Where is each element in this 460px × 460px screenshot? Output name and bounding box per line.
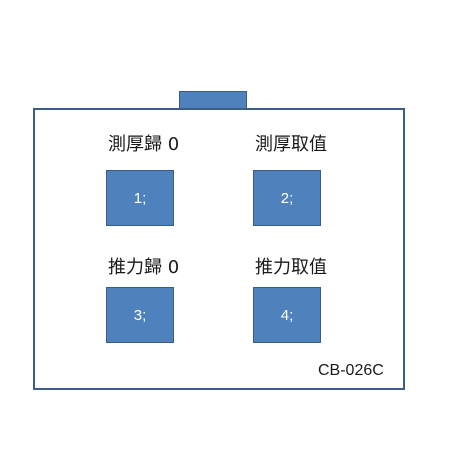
button-3[interactable]: 3; (106, 287, 174, 343)
caption-thickness-read: 測厚取值 (255, 134, 327, 155)
model-label: CB-026C (318, 362, 384, 379)
device-top-tab (179, 91, 247, 109)
caption-thickness-zero: 測厚歸 0 (108, 134, 180, 155)
button-4[interactable]: 4; (253, 287, 321, 343)
caption-force-read: 推力取值 (255, 257, 327, 278)
caption-force-zero: 推力歸 0 (108, 257, 180, 278)
device-panel (33, 108, 405, 390)
button-2[interactable]: 2; (253, 170, 321, 226)
button-1[interactable]: 1; (106, 170, 174, 226)
